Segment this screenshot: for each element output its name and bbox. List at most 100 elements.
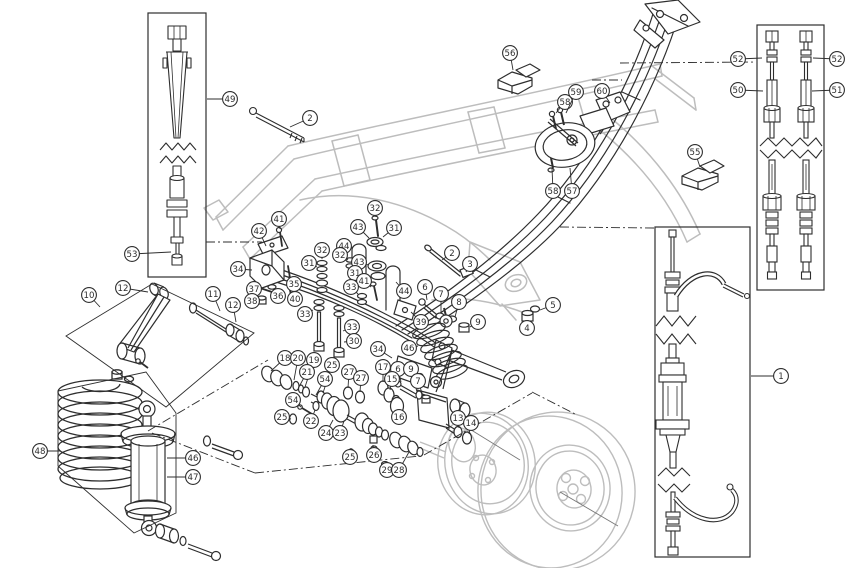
callout-7: 7 [433, 286, 449, 312]
callout-number: 19 [309, 356, 320, 366]
callout-number: 3 [467, 260, 472, 270]
callout-circle [519, 320, 535, 336]
callout-circle [366, 447, 382, 463]
callout-53: 53 [124, 246, 172, 262]
callout-23: 23 [332, 420, 348, 441]
callout-32: 32 [367, 200, 383, 218]
callout-circle [343, 279, 359, 295]
callout-number: 29 [382, 466, 393, 476]
callout-number: 24 [321, 429, 332, 439]
callout-number: 25 [277, 413, 288, 423]
callout-number: 23 [335, 429, 346, 439]
callout-circle [124, 246, 140, 262]
callout-40: 40 [287, 291, 303, 307]
callout-circle [353, 370, 369, 386]
callout-number: 25 [327, 361, 338, 371]
callout-15: 15 [384, 371, 400, 391]
callout-circle [346, 333, 362, 349]
callout-11: 11 [205, 286, 221, 312]
callout-12: 12 [225, 297, 241, 323]
callout-59: 59 [565, 84, 584, 114]
callout-circle [299, 364, 315, 380]
callout-2: 2 [289, 110, 318, 128]
callout-number: 58 [548, 187, 559, 197]
callout-number: 48 [35, 447, 46, 457]
callout-16: 16 [391, 409, 407, 425]
callout-circle [205, 286, 221, 302]
callout-circle [306, 352, 322, 368]
callout-8: 8 [451, 294, 467, 318]
callout-number: 44 [399, 287, 410, 297]
callout-44: 44 [395, 281, 412, 299]
callout-circle [244, 293, 260, 309]
frame-pads [497, 63, 725, 191]
callout-22: 22 [303, 409, 319, 429]
callout-number: 47 [188, 473, 199, 483]
callout-circle [545, 297, 561, 313]
callout-number: 31 [304, 259, 315, 269]
callout-37: 37 [246, 281, 262, 297]
callout-number: 27 [344, 368, 355, 378]
cable-end-parts [759, 30, 823, 280]
callout-number: 35 [289, 280, 300, 290]
callout-number: 18 [280, 354, 291, 364]
callout-number: 32 [370, 204, 381, 214]
callout-number: 46 [188, 454, 199, 464]
callout-circle [185, 469, 201, 485]
callout-30: 30 [343, 333, 362, 349]
callout-number: 20 [293, 354, 304, 364]
callout-circle [386, 220, 402, 236]
callout-32: 32 [332, 247, 349, 263]
callout-number: 34 [233, 265, 244, 275]
callout-number: 11 [208, 290, 219, 300]
callout-55: 55 [687, 144, 703, 168]
callout-1: 1 [751, 368, 789, 384]
dash-dot-line-7 [423, 392, 533, 456]
callout-number: 55 [690, 148, 701, 158]
callout-60: 60 [594, 83, 611, 104]
spare-winch-assembly [534, 106, 615, 173]
callout-number: 2 [307, 114, 312, 124]
callout-2: 2 [441, 245, 460, 261]
callout-33: 33 [342, 319, 360, 335]
callout-number: 41 [359, 277, 370, 287]
callout-number: 28 [394, 466, 405, 476]
callout-circle [444, 245, 460, 261]
callout-number: 15 [387, 375, 398, 385]
callout-number: 9 [475, 318, 480, 328]
brake-cable-part [655, 229, 751, 556]
callout-number: 52 [832, 55, 843, 65]
callout-31: 31 [382, 220, 402, 238]
upper-arm-assembly [116, 282, 250, 369]
callout-56: 56 [502, 45, 518, 71]
callout-circle [274, 409, 290, 425]
upper-arm-group [65, 283, 255, 408]
callout-number: 13 [453, 414, 464, 424]
callout-number: 40 [290, 295, 301, 305]
dash-dot-line-8 [531, 391, 578, 416]
group-outlines [57, 283, 255, 534]
callout-number: 50 [733, 86, 744, 96]
callout-number: 27 [356, 374, 367, 384]
callout-circle [285, 392, 301, 408]
callout-number: 31 [350, 269, 361, 279]
callout-number: 53 [127, 250, 138, 260]
callout-circle [451, 294, 467, 310]
callout-circle [270, 288, 286, 304]
callout-circle [384, 371, 400, 387]
dash-dot-line-4 [147, 359, 269, 432]
callout-43: 43 [350, 219, 370, 239]
callout-25: 25 [342, 447, 358, 465]
callout-number: 58 [560, 98, 571, 108]
dash-dot-line-3 [559, 226, 655, 229]
callout-number: 7 [438, 290, 443, 300]
callout-7: 7 [410, 373, 426, 397]
callout-circle [463, 415, 479, 431]
callout-number: 60 [597, 87, 608, 97]
detail-box-brake-cable [654, 226, 751, 558]
alignment-dash-lines [147, 61, 756, 474]
callout-circle [314, 242, 330, 258]
callout-circle [302, 110, 318, 126]
callout-21: 21 [299, 364, 315, 386]
